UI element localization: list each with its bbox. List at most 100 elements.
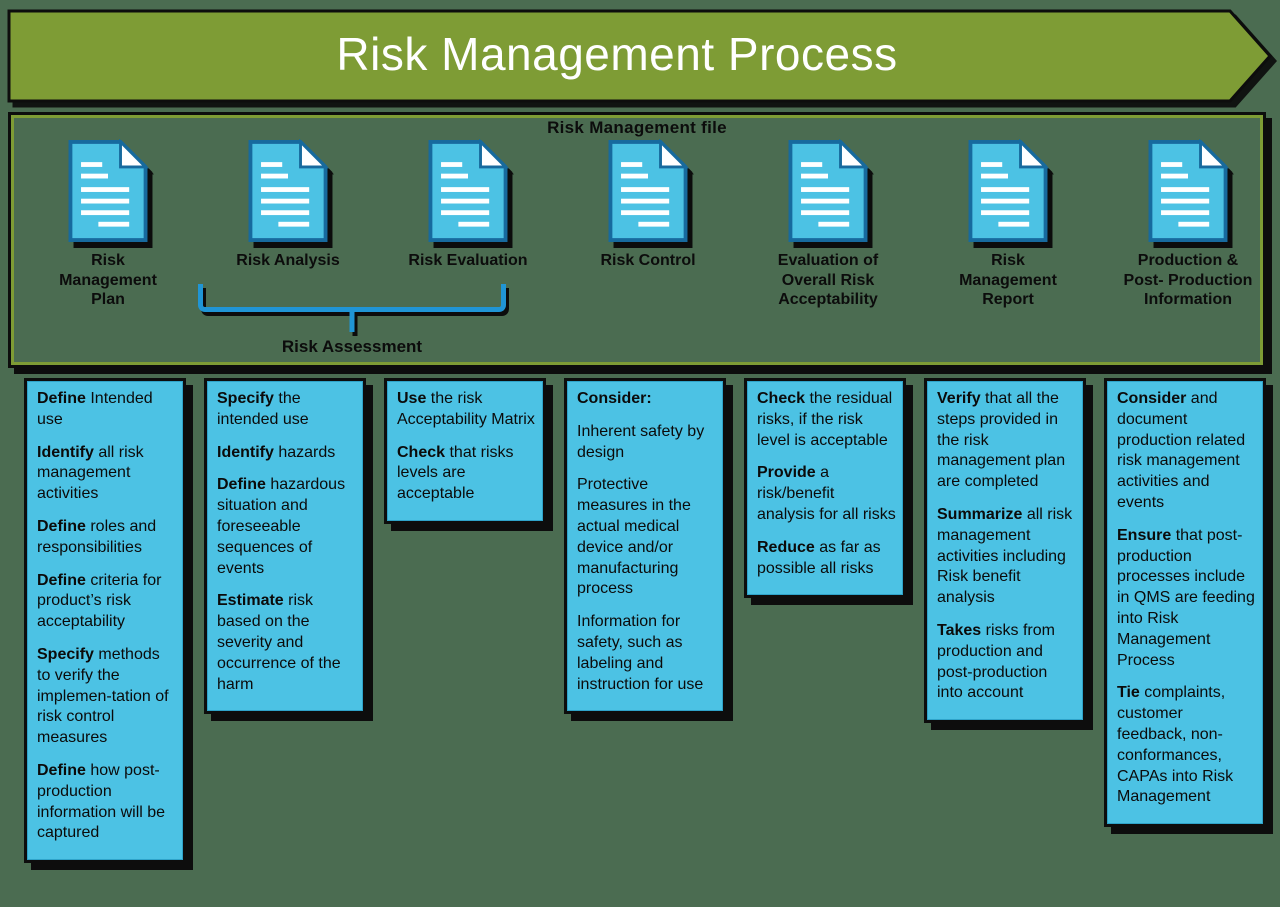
detail-columns: Define Intended use Identify all risk ma… [24, 378, 1268, 864]
column-item-text: the risk Acceptability Matrix [397, 390, 535, 428]
column-item: Verify that all the steps provided in th… [937, 389, 1076, 493]
column-item-text: that all the steps provided in the risk … [937, 390, 1066, 491]
column-item-lead: Takes [937, 621, 982, 639]
detail-column: Define Intended use Identify all risk ma… [24, 378, 186, 864]
detail-column: Check the residual risks, if the risk le… [744, 378, 906, 599]
column-item-lead: Provide [757, 464, 816, 482]
column-item-text: the intended use [217, 390, 309, 428]
column-item: Summarize all risk management activities… [937, 505, 1076, 609]
column-item: Specify the intended use [217, 389, 356, 431]
detail-column: Consider: Inherent safety by design Prot… [564, 378, 726, 715]
column-item: Define how post-production information w… [37, 761, 176, 844]
document-icon [428, 139, 509, 243]
column-item-text: how post-production information will be … [37, 761, 166, 842]
column-item-lead: Define [217, 476, 266, 494]
process-stage: Risk Control [567, 139, 729, 310]
column-item-lead: Consider: [577, 390, 652, 407]
column-item-text: hazards [273, 443, 336, 461]
column-item-lead: Reduce [757, 538, 815, 556]
column-item: Information for safety, such as labeling… [577, 612, 716, 695]
column-item-text: that post-production processes include i… [1117, 526, 1255, 669]
detail-column: Specify the intended use Identify hazard… [204, 378, 366, 715]
column-item-lead: Summarize [937, 505, 1023, 523]
process-stage: Risk Management Plan [27, 139, 189, 310]
column-item-text: complaints, customer feedback, non-confo… [1117, 684, 1234, 806]
document-icon [788, 139, 869, 243]
column-item: Define hazardous situation and foreseeab… [217, 475, 356, 579]
column-item: Consider and document production related… [1117, 389, 1256, 514]
column-item: Define criteria for product’s risk accep… [37, 571, 176, 633]
column-item-lead: Define [37, 390, 86, 407]
column-item-text: as far as possible all risks [757, 538, 881, 577]
file-box-title: Risk Management file [547, 118, 727, 137]
column-item-lead: Ensure [1117, 526, 1172, 544]
stage-label: Production & Post- Production Informatio… [1123, 252, 1253, 309]
stage-label: Risk Management Plan [59, 252, 157, 309]
column-item: Check that risks levels are acceptable [397, 443, 536, 505]
column-item-text: risks from production and post-productio… [937, 621, 1055, 702]
column-item-text: that risks levels are acceptable [397, 443, 514, 503]
column-item: Identify all risk management activities [37, 443, 176, 505]
column-item-lead: Check [757, 390, 806, 407]
document-icon [1148, 139, 1229, 243]
column-item: Consider: [577, 389, 716, 410]
column-item: Specify methods to verify the implemen-t… [37, 645, 176, 749]
column-item: Reduce as far as possible all risks [757, 538, 896, 580]
stage-label: Risk Control [600, 252, 696, 269]
banner-arrow-shape [7, 9, 1273, 103]
column-item-text: hazardous situation and foreseeable sequ… [217, 476, 346, 577]
detail-column: Consider and document production related… [1104, 378, 1266, 828]
column-item-text: risk based on the severity and occurrenc… [217, 592, 341, 693]
document-icon [248, 139, 329, 243]
column-item-text: criteria for product’s risk acceptabilit… [37, 571, 162, 631]
column-item-text: the residual risks, if the risk level is… [757, 390, 893, 449]
bracket-shape [198, 284, 506, 312]
bracket-label: Risk Assessment [281, 337, 423, 356]
stage-label: Evaluation of Overall Risk Acceptability [777, 252, 879, 309]
detail-column: Verify that all the steps provided in th… [924, 378, 1086, 724]
column-item-lead: Define [37, 517, 86, 535]
page-title: Risk Management Process [336, 28, 898, 80]
column-item: Protective measures in the actual medica… [577, 475, 716, 600]
document-icon [608, 139, 689, 243]
process-stage: Evaluation of Overall Risk Acceptability [747, 139, 909, 310]
process-banner: Risk Management Process [4, 6, 1280, 112]
column-item-text: Intended use [37, 390, 153, 428]
column-item: Ensure that post-production processes in… [1117, 526, 1256, 672]
column-item-text: and document production related risk man… [1117, 390, 1246, 511]
document-icon [68, 139, 149, 243]
column-item-lead: Define [37, 761, 86, 779]
column-item-text: roles and responsibilities [37, 517, 157, 556]
column-item-text: Inherent safety by design [577, 422, 705, 461]
column-item-lead: Tie [1117, 684, 1140, 702]
column-item: Identify hazards [217, 443, 356, 464]
process-stage: Production & Post- Production Informatio… [1107, 139, 1269, 310]
column-item-lead: Specify [217, 390, 274, 407]
detail-column: Use the risk Acceptability Matrix Check … [384, 378, 546, 524]
column-item: Check the residual risks, if the risk le… [757, 389, 896, 451]
stage-label: Risk Evaluation [408, 252, 528, 269]
risk-management-file-box: Risk Management file Risk Management Pla… [8, 112, 1266, 368]
column-item-lead: Identify [217, 443, 274, 461]
column-item-text: all risk management activities [37, 443, 144, 503]
stage-label: Risk Management Report [959, 252, 1057, 309]
column-item-text: all risk management activities including… [937, 505, 1073, 607]
column-item-lead: Consider [1117, 390, 1187, 407]
document-icon [968, 139, 1049, 243]
column-item: Takes risks from production and post-pro… [937, 621, 1076, 704]
process-stage: Risk Evaluation [387, 139, 549, 310]
column-item-lead: Use [397, 390, 427, 407]
column-item-lead: Specify [37, 645, 94, 663]
column-item: Define roles and responsibilities [37, 517, 176, 559]
stages-row: Risk Management Plan Risk Analysis Risk … [27, 139, 1269, 310]
column-item: Estimate risk based on the severity and … [217, 591, 356, 695]
column-item-lead: Verify [937, 390, 981, 407]
column-item-lead: Identify [37, 443, 94, 461]
process-stage: Risk Management Report [927, 139, 1089, 310]
column-item-lead: Estimate [217, 592, 284, 610]
process-stage: Risk Analysis [207, 139, 369, 310]
risk-assessment-bracket: Risk Assessment [198, 284, 506, 357]
column-item: Inherent safety by design [577, 422, 716, 464]
column-item-text: a risk/benefit analysis for all risks [757, 464, 896, 523]
column-item: Provide a risk/benefit analysis for all … [757, 463, 896, 525]
